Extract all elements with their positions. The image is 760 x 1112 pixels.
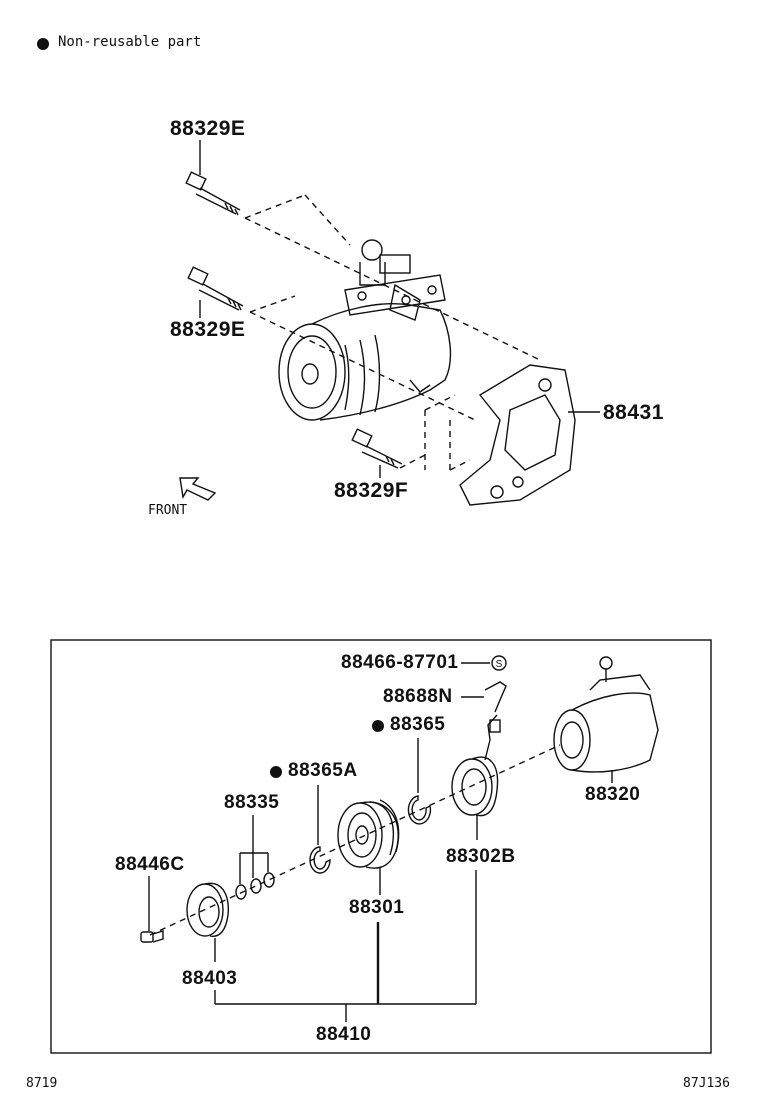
non-reusable-bullet-icon — [372, 720, 384, 732]
s-mark-text: S — [496, 659, 503, 670]
label-bracket[interactable]: 88431 — [603, 401, 664, 424]
pulley-88301 — [337, 799, 400, 895]
bracket-88431 — [459, 364, 600, 506]
harness-88688n — [461, 662, 507, 713]
label-clutch-assy[interactable]: 88410 — [316, 1024, 372, 1045]
snap-ring-88365a — [309, 785, 331, 874]
legend-bullet-icon — [37, 38, 49, 50]
non-reusable-bullet-icon — [270, 766, 282, 778]
label-shims[interactable]: 88335 — [224, 792, 280, 813]
label-bolt-small[interactable]: 88446C — [115, 854, 185, 875]
guide-lines — [244, 194, 541, 471]
label-pulley[interactable]: 88301 — [349, 897, 405, 918]
legend-text: Non-reusable part — [58, 34, 202, 50]
footer-right: 87J136 — [683, 1076, 730, 1091]
snap-ring-88365 — [407, 738, 432, 825]
label-compressor[interactable]: 88320 — [585, 784, 641, 805]
s-mark-icon — [491, 655, 507, 671]
label-bolt-top[interactable]: 88329E — [170, 117, 246, 140]
label-ring-a[interactable]: 88365 — [390, 714, 446, 735]
assembly-bracket-88410 — [214, 870, 477, 1022]
bolt-88329e-mid — [187, 266, 244, 318]
bolt-88446c — [140, 876, 164, 943]
compressor-88320 — [553, 656, 659, 780]
label-washer-s[interactable]: 88466-87701 — [341, 652, 459, 673]
label-stator[interactable]: 88302B — [446, 846, 516, 867]
label-hub[interactable]: 88403 — [182, 968, 238, 989]
label-ring-b[interactable]: 88365A — [288, 760, 358, 781]
footer-left: 8719 — [26, 1076, 58, 1091]
compressor-assembly — [278, 239, 452, 421]
label-bolt-mid[interactable]: 88329E — [170, 318, 246, 341]
shims-88335 — [235, 815, 275, 900]
front-label: FRONT — [148, 503, 188, 518]
bolt-88329f — [351, 428, 403, 478]
hub-88403 — [186, 882, 229, 962]
label-harness[interactable]: 88688N — [383, 686, 453, 707]
clutch-detail-box — [50, 639, 712, 1054]
label-bolt-bottom[interactable]: 88329F — [334, 479, 409, 502]
stator-88302b — [451, 714, 501, 840]
bolt-88329e-top — [185, 140, 241, 216]
front-arrow-icon — [179, 477, 217, 501]
